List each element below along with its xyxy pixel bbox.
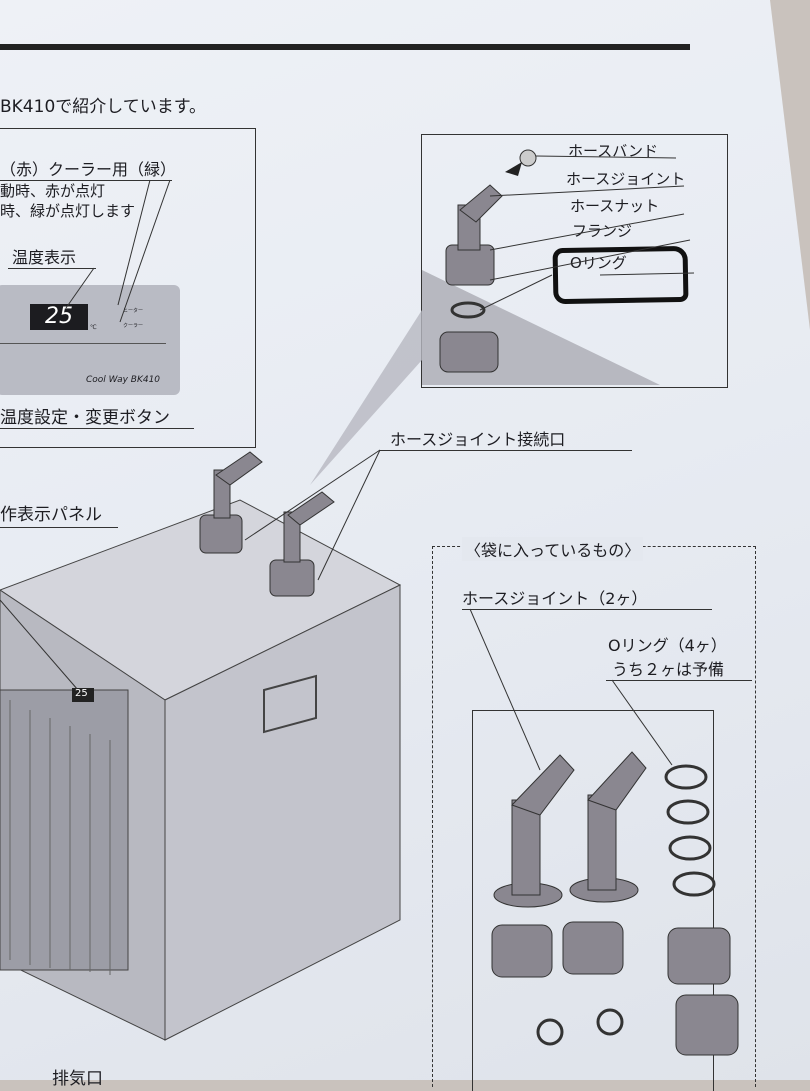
button-label: 温度設定・変更ボタン (0, 408, 170, 428)
cooler-unit-drawing (0, 499, 402, 1041)
unit-display-readout: 25 (75, 688, 88, 699)
indicator-title: （赤）クーラー用（緑） (0, 160, 177, 179)
contents-hose-joint: ホースジョイント（2ヶ） (462, 589, 648, 608)
contents-o-ring: Oリング（4ヶ） (608, 636, 727, 655)
header-rule (0, 44, 690, 50)
connection-port-label: ホースジョイント接続口 (390, 430, 566, 449)
control-panel-drawing (0, 285, 180, 395)
unit-label: ℃ (90, 324, 97, 331)
label-hose-nut: ホースナット (570, 197, 660, 215)
heater-led-label: ヒーター (123, 308, 144, 314)
indicator-line1: 動時、赤が点灯 (0, 182, 106, 200)
label-hose-band: ホースバンド (568, 142, 659, 160)
label-hose-joint: ホースジョイント (566, 170, 686, 188)
indicator-line2: 時、緑が点灯します (0, 202, 136, 220)
contents-o-ring-note: うち２ヶは予備 (612, 660, 725, 679)
intro-text: BK410で紹介しています。 (0, 97, 207, 117)
hose-joint-detail-box (421, 134, 728, 388)
parts-bag-box (472, 710, 714, 1091)
control-panel-box (0, 128, 256, 448)
temp-display-label: 温度表示 (12, 248, 77, 267)
panel-label: 作表示パネル (0, 505, 102, 525)
temperature-display: 25 (30, 304, 88, 330)
contents-title: 〈袋に入っているもの〉 (462, 537, 644, 561)
label-o-ring: Oリング (570, 254, 627, 272)
cooler-led-label: クーラー (123, 323, 144, 329)
brand-label: Cool Way BK410 (86, 375, 161, 385)
